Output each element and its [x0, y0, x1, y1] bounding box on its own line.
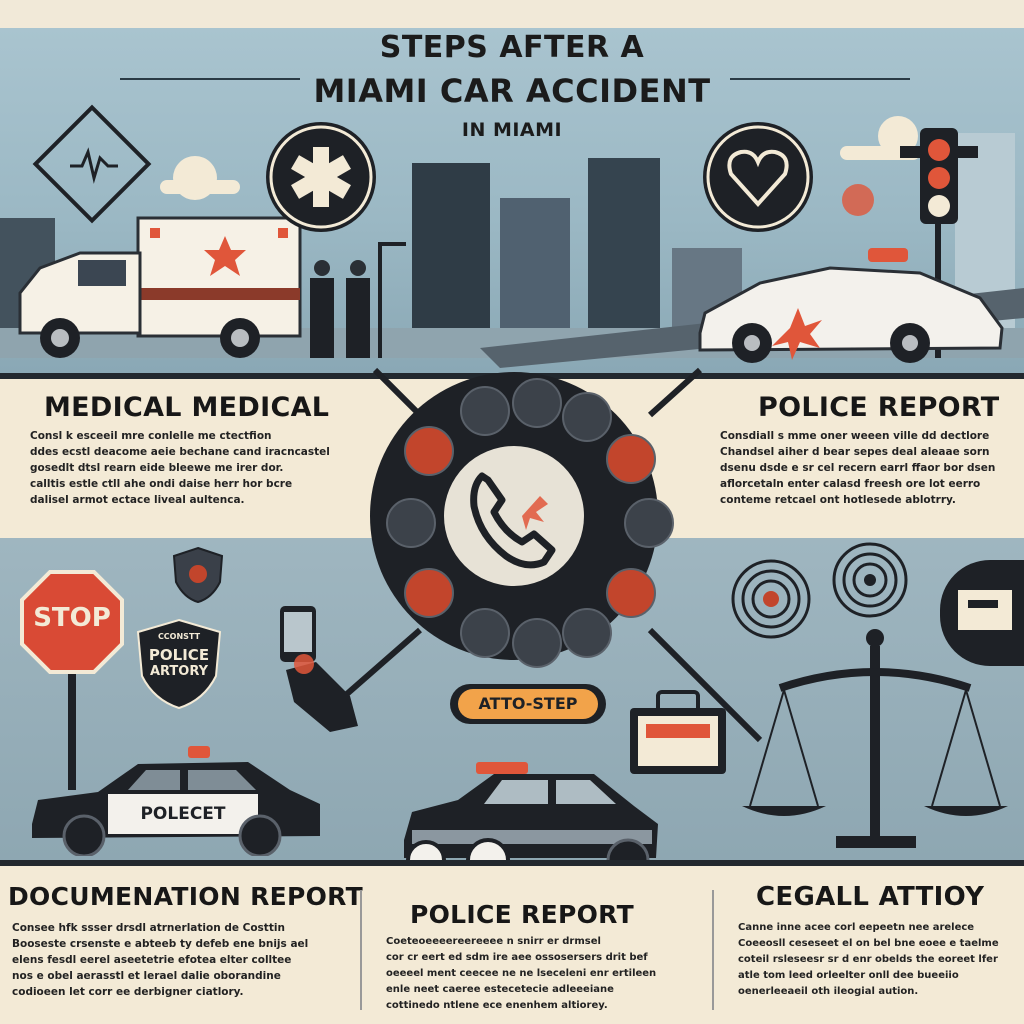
crashed-car: [698, 248, 1004, 363]
wheel-slot: [512, 378, 562, 428]
police-report-top-line: Chandsel aiher d bear sepes deal aleaae …: [720, 446, 990, 458]
police-report-top-line: aflorcetaln enter calasd freesh ore lot …: [720, 478, 981, 490]
police-report-bottom-line: cottinedo ntlene ece enenhem altiorey.: [386, 1000, 608, 1011]
wheel-slot: [512, 618, 562, 668]
column-divider: [360, 890, 362, 1010]
wheel-slot: [460, 386, 510, 436]
officers: [310, 260, 370, 358]
spiral-icon: [832, 542, 908, 618]
legal-body: Canne inne acee corl eepeetn nee arelece…: [738, 920, 1020, 1000]
stop-sign-label: STOP: [33, 603, 111, 633]
phone-icon: [470, 472, 556, 569]
document-bag-icon: [940, 560, 1024, 666]
process-wheel: [370, 372, 674, 668]
legal-line: atle tom leed orleelter onll dee bueeiio: [738, 970, 959, 981]
medical-line: gosedlt dtsl rearn eide bleewe me irer d…: [30, 462, 284, 474]
wheel-slot: [460, 608, 510, 658]
ambulance: [18, 216, 302, 358]
legal-line: Canne inne acee corl eepeetn nee arelece: [738, 922, 975, 933]
legal-line: Coeeosll ceseseet el on bel bne eoee e t…: [738, 938, 999, 949]
medical-star-icon: [266, 122, 376, 232]
stop-sign: [20, 570, 124, 790]
connector-lines: [338, 367, 763, 743]
police-report-bottom-line: enle neet caeree estecetecie adleeeiane: [386, 984, 614, 995]
documentation-line: nos e obel aerasstl et lerael dalie obor…: [12, 970, 281, 982]
wheel-slot: [624, 498, 674, 548]
phone-in-hand-icon: [280, 606, 358, 732]
police-report-bottom-body: Coeteoeeeereereeee n snirr er drmsel cor…: [386, 934, 706, 1014]
hero-scene: [0, 104, 1024, 368]
auto-step-label: ATTO-STEP: [458, 689, 598, 719]
title-rule-right: [730, 78, 910, 80]
police-shield-icon: [136, 618, 222, 710]
documentation-line: Booseste crsenste e abteeb ty defeb ene …: [12, 938, 309, 950]
police-car: [32, 746, 320, 856]
police-report-top-line: Consdiall s mme oner weeen ville dd dect…: [720, 430, 990, 442]
police-report-bottom-heading: POLICE REPORT: [410, 900, 634, 929]
scales-of-justice-icon: [742, 629, 1008, 848]
police-history-line1: POLICE: [148, 646, 210, 664]
road-warning-sign: [32, 104, 152, 224]
medical-line: Consl k esceeil mre conlelle me ctectfio…: [30, 430, 272, 442]
title-line-2: MIAMI CAR ACCIDENT: [313, 72, 711, 110]
wheel-slot-alert: [606, 434, 656, 484]
wheel-slot: [562, 608, 612, 658]
police-report-top-line: conteme retcael ont hotlesede ablotrry.: [720, 494, 956, 506]
police-report-top-line: dsenu dsde e sr cel recern earrl ffaor b…: [720, 462, 996, 474]
wheel-slot: [386, 498, 436, 548]
police-report-bottom-line: Coeteoeeeereereeee n snirr er drmsel: [386, 936, 601, 947]
subtitle: IN MIAMI: [461, 119, 563, 141]
heart-shield-icon: [703, 122, 813, 232]
police-history-line2: ARTORY: [149, 664, 209, 679]
spiral-icon: [731, 559, 811, 639]
legal-heading: CEGALL ATTIOY: [756, 882, 985, 912]
police-report-top-heading: POLICE REPORT: [758, 392, 1000, 423]
wheel-slot-alert: [404, 568, 454, 618]
medical-heading: MEDICAL MEDICAL: [44, 392, 330, 423]
medical-line: ddes ecstl deacome aeie bechane cand ira…: [30, 446, 330, 458]
title-line-1: STEPS AFTER A: [379, 30, 645, 65]
legal-line: oenerleeaeil oth ileogial aution.: [738, 986, 919, 997]
documentation-line: codioeen let corr ee derbigner ciatlory.: [12, 986, 244, 998]
auto-step-badge: ATTO-STEP: [450, 684, 606, 724]
documentation-heading: DOCUMENATION REPORT: [8, 882, 363, 911]
bottom-section-band: [0, 860, 1024, 1024]
column-divider: [712, 890, 714, 1010]
briefcase-icon: [630, 690, 726, 774]
medical-line: calltis estle ctll ahe ondi daise herr h…: [30, 478, 293, 490]
wheel-slot-alert: [404, 426, 454, 476]
documentation-body: Consee hfk ssser drsdl atrnerlation de C…: [12, 920, 342, 1000]
badge-icon: [172, 546, 224, 604]
legal-line: coteil rsleseesr sr d enr obelds the eor…: [738, 954, 998, 965]
wheel-slot-alert: [606, 568, 656, 618]
title-rule-left: [120, 78, 300, 80]
police-report-top-body: Consdiall s mme oner weeen ville dd dect…: [720, 428, 1020, 508]
documentation-line: Consee hfk ssser drsdl atrnerlation de C…: [12, 922, 285, 934]
police-report-bottom-line: oeeeel ment ceecee ne ne lseceleni enr e…: [386, 968, 657, 979]
police-car-label: POLECET: [140, 804, 226, 824]
police-history-top: CCONSTT: [157, 632, 201, 641]
wheel-slot: [562, 392, 612, 442]
documentation-line: elens fesdl eerel aseetetrie efotea elte…: [12, 954, 292, 966]
medical-body: Consl k esceeil mre conlelle me ctectfio…: [30, 428, 360, 508]
phone-hub: [444, 446, 584, 586]
medical-line: dalisel armot ectace liveal aultenca.: [30, 494, 245, 506]
police-report-bottom-line: cor cr eert ed sdm ire aee ossosersers d…: [386, 952, 648, 963]
